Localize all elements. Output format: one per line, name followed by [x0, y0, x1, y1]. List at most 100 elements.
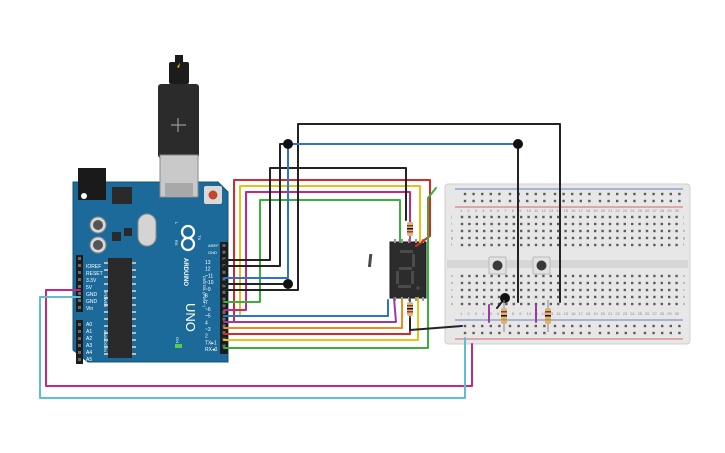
column-number: 20: [601, 208, 606, 213]
breadboard-hole: [653, 274, 656, 278]
breadboard-hole: [623, 281, 626, 285]
resistor-button-2: [545, 300, 551, 332]
breadboard-rail-hole: [498, 324, 501, 328]
breadboard-rail-hole: [588, 331, 591, 335]
column-number: 7: [504, 208, 507, 213]
breadboard-hole: [512, 236, 515, 240]
breadboard-hole: [631, 281, 634, 285]
breadboard: 1122334455667788991010111112121313141415…: [444, 183, 691, 345]
pushbutton-2[interactable]: [532, 256, 551, 275]
breadboard-hole: [549, 281, 552, 285]
breadboard-rail-hole: [481, 331, 484, 335]
column-number: 30: [675, 208, 680, 213]
breadboard-hole: [549, 288, 552, 292]
column-number: 4: [482, 208, 485, 213]
chip-pin: [104, 262, 108, 264]
breadboard-rail-hole: [517, 331, 520, 335]
breadboard-hole: [460, 295, 464, 299]
breadboard-rail-hole: [562, 331, 565, 335]
breadboard-hole: [542, 236, 545, 240]
resistor-button-1: [501, 300, 507, 332]
breadboard-channel: [447, 260, 688, 268]
chip-pin: [104, 346, 108, 348]
l-label: L: [174, 222, 179, 225]
breadboard-hole: [675, 243, 678, 247]
breadboard-hole: [549, 274, 552, 278]
breadboard-hole: [571, 295, 575, 299]
breadboard-rail-hole: [669, 199, 672, 203]
breadboard-hole: [623, 215, 626, 219]
breadboard-rail-hole: [543, 192, 546, 196]
power-pin-label: GND: [86, 299, 98, 305]
reset-button[interactable]: [204, 186, 222, 204]
breadboard-hole: [675, 215, 678, 219]
breadboard-hole: [668, 229, 671, 233]
breadboard-hole: [645, 243, 649, 247]
breadboard-rail-hole: [543, 331, 546, 335]
column-number: 13: [549, 311, 554, 316]
breadboard-hole: [586, 281, 589, 285]
breadboard-hole: [623, 288, 626, 292]
breadboard-hole: [571, 236, 575, 240]
column-number: 19: [593, 311, 598, 316]
breadboard-hole: [579, 288, 582, 292]
breadboard-hole: [631, 302, 634, 306]
column-number: 23: [623, 208, 628, 213]
power-pin-label: 5V: [86, 285, 93, 291]
wire-cyan-segment: [39, 296, 466, 399]
breadboard-hole: [660, 274, 663, 278]
junctions: [283, 139, 523, 303]
breadboard-rail-hole: [579, 199, 582, 203]
breadboard-hole: [608, 222, 612, 226]
chip-pin: [132, 325, 136, 327]
pushbutton-1[interactable]: [488, 256, 507, 275]
breadboard-hole: [475, 295, 478, 299]
breadboard-hole: [660, 222, 663, 226]
header-pin: [222, 290, 226, 294]
breadboard-rail-hole: [498, 192, 501, 196]
breadboard-hole: [497, 295, 501, 299]
breadboard-hole: [490, 295, 493, 299]
breadboard-hole: [668, 236, 671, 240]
analog-label: ANALOG IN: [103, 330, 108, 352]
breadboard-hole: [653, 302, 656, 306]
breadboard-hole: [527, 236, 530, 240]
column-number: 14: [556, 311, 561, 316]
breadboard-hole: [638, 243, 641, 247]
column-number: 2: [467, 208, 470, 213]
breadboard-rail-hole: [534, 199, 537, 203]
breadboard-hole: [520, 222, 523, 226]
display-pin: [415, 239, 417, 243]
header-pin: [78, 306, 81, 309]
breadboard-hole: [520, 302, 523, 306]
breadboard-hole: [490, 288, 493, 292]
breadboard-hole: [675, 222, 678, 226]
power-header: [76, 255, 83, 312]
breadboard-column-numbers: 1122334455667788991010111112121313141415…: [460, 208, 680, 316]
breadboard-hole: [668, 222, 671, 226]
power-pin-label: 3.3V: [86, 278, 97, 284]
breadboard-rail-hole: [463, 331, 467, 335]
column-number: 6: [497, 311, 500, 316]
breadboard-hole: [490, 302, 493, 306]
breadboard-hole: [460, 229, 464, 233]
analog-pin-label: A0: [86, 322, 92, 328]
breadboard-hole: [675, 229, 678, 233]
breadboard-hole: [549, 302, 552, 306]
breadboard-rail-hole: [607, 331, 610, 335]
breadboard-hole: [497, 229, 501, 233]
breadboard-hole: [483, 243, 486, 247]
breadboard-rail-hole: [643, 199, 647, 203]
rx-label: RX: [174, 240, 179, 246]
breadboard-rail-hole: [526, 331, 529, 335]
breadboard-rail-hole: [472, 331, 475, 335]
breadboard-hole: [534, 274, 538, 278]
wires: [39, 123, 561, 399]
column-number: 12: [541, 311, 546, 316]
power-pin-label: RESET: [86, 271, 103, 277]
breadboard-hole: [668, 243, 671, 247]
header-pin: [78, 344, 81, 347]
smd-chip: [112, 232, 121, 241]
breadboard-rail-hole: [489, 199, 492, 203]
